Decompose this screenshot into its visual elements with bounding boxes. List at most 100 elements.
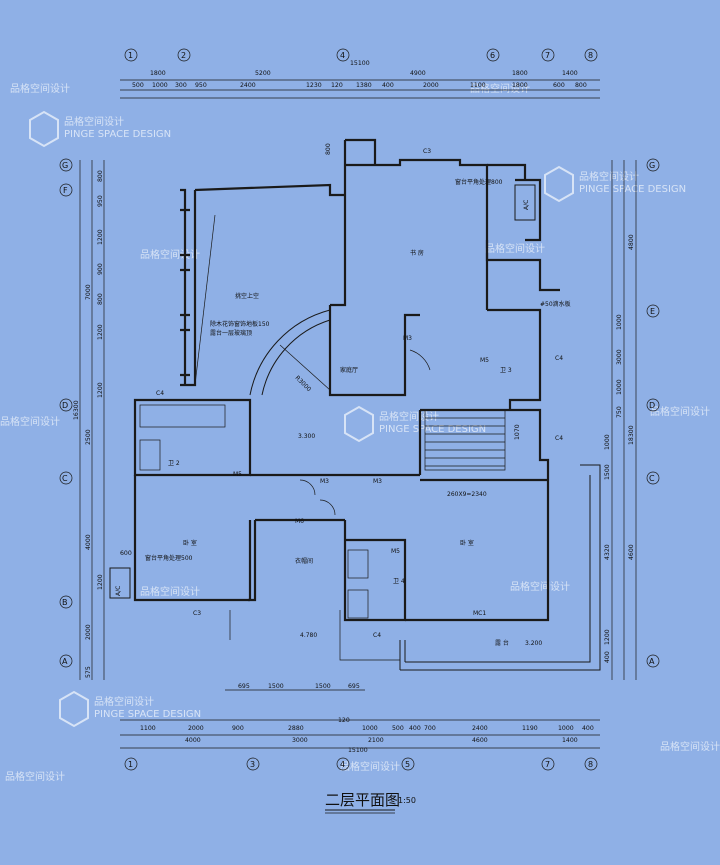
dim-bottom-r1-9: 2400 — [472, 725, 488, 732]
dim-right-inner-3: 750 — [616, 406, 623, 418]
label-elev2: 3.200 — [525, 640, 542, 647]
axis-left-B: B — [59, 595, 73, 609]
dim-left-inner-2: 1200 — [97, 229, 104, 245]
axis-right-C: C — [646, 471, 660, 485]
dim-top-r2-2: 300 — [175, 82, 187, 89]
dim-bottom-r2-4: 1400 — [562, 737, 578, 744]
watermark-text-7: 品格空间设计 — [510, 580, 570, 593]
dim-top-r2-3: 950 — [195, 82, 207, 89]
room-label-lounge: 家庭厅 — [340, 366, 358, 374]
dim-bottom-r1-0: 1100 — [140, 725, 156, 732]
room-label-terrace: 露 台 — [495, 639, 509, 647]
dim-top-r2-13: 800 — [575, 82, 587, 89]
label-m3-3: M3 — [373, 478, 382, 485]
dim-top-r2-9: 2000 — [423, 82, 439, 89]
watermark-text-10: 品格空间设计 — [5, 770, 65, 783]
dim-left-inner-0: 800 — [97, 170, 104, 182]
room-labels: 书 房 挑空上空 除木花饰窗饰地板150 露台一层玻璃顶 卫 2 卧 室 衣帽间… — [168, 249, 512, 647]
dim-bottom-r1-7: 400 — [409, 725, 421, 732]
dim-bottom-total: 15100 — [348, 747, 368, 754]
watermark-text-4: 品格空间设计 — [485, 242, 545, 255]
axis-top-6: 6 — [486, 48, 500, 62]
label-m3-1: M3 — [403, 335, 412, 342]
right-axis-labels: G E D C A 4800 18300 4600 1000 3000 1000… — [514, 158, 660, 680]
svg-text:3: 3 — [250, 760, 255, 769]
label-elev1: 3.300 — [298, 433, 315, 440]
dim-right-inner-0: 1000 — [616, 314, 623, 330]
label-m5-1: M5 — [233, 471, 242, 478]
dim-bottom-r1-1: 2000 — [188, 725, 204, 732]
svg-text:7: 7 — [545, 51, 550, 60]
dim-bottom-r2-0: 4000 — [185, 737, 201, 744]
svg-text:C: C — [62, 474, 68, 483]
axis-right-A: A — [646, 654, 660, 668]
dim-top-r1-2: 4900 — [410, 70, 426, 77]
label-window-note: 窗台平角处理800 — [455, 178, 503, 186]
dim-left-inner-8: 1200 — [97, 574, 104, 590]
label-mc1: MC1 — [473, 610, 486, 617]
axis-left-G: G — [59, 158, 73, 172]
dim-bottom-r1-12: 400 — [582, 725, 594, 732]
dim-bottom-r2-3: 4600 — [472, 737, 488, 744]
walls — [109, 138, 601, 671]
watermark-logo-4: 品格空间设计 PINGE SPACE DESIGN — [59, 690, 201, 728]
bottom-axis-labels: 695 1500 1500 695 1100 2000 900 2880 120… — [120, 683, 600, 771]
axis-top-1: 1 — [124, 48, 138, 62]
svg-text:G: G — [649, 161, 655, 170]
axis-left-A: A — [59, 654, 73, 668]
dim-top-r1-3: 1800 — [512, 70, 528, 77]
dim-left-total: 16300 — [73, 400, 80, 420]
svg-text:1: 1 — [128, 760, 133, 769]
axis-left-D: D — [59, 398, 73, 412]
dim-top-r2-12: 600 — [553, 82, 565, 89]
dim-right-inner-9: 400 — [604, 651, 611, 663]
label-ac-1: A/C — [115, 586, 122, 596]
watermark-logo-en-3: PINGE SPACE DESIGN — [379, 424, 486, 435]
axis-bottom-1: 1 — [124, 757, 138, 771]
dim-right-inner-7: 4320 — [604, 544, 611, 560]
dim-top-r2-1: 1000 — [152, 82, 168, 89]
watermark-logo: 品格空间设计 PINGE SPACE DESIGN — [29, 110, 171, 148]
label-m3-2: M3 — [320, 478, 329, 485]
room-label-closet: 衣帽间 — [295, 557, 313, 565]
dim-top-r2-8: 400 — [382, 82, 394, 89]
dim-bottom-sub-3: 695 — [348, 683, 360, 690]
watermark-logo-text-4: 品格空间设计 — [94, 695, 154, 708]
watermark-logo-3: 品格空间设计 PINGE SPACE DESIGN — [344, 405, 486, 443]
label-r3000: R3000 — [294, 374, 313, 393]
dim-left-inner-9: 800 — [325, 143, 332, 155]
label-c4-1: C4 — [156, 390, 164, 397]
svg-text:A: A — [62, 657, 68, 666]
watermark-logo-en: PINGE SPACE DESIGN — [64, 129, 171, 140]
dim-right-inner-5: 1070 — [514, 424, 521, 440]
dim-left-inner-3: 900 — [97, 263, 104, 275]
dim-left-inner-1: 950 — [97, 195, 104, 207]
dim-bottom-sub-1: 1500 — [268, 683, 284, 690]
dim-top-total: 15100 — [350, 60, 370, 67]
dim-bottom-r1-6: 500 — [392, 725, 404, 732]
watermark-logo-en-2: PINGE SPACE DESIGN — [579, 184, 686, 195]
dim-top-r1-0: 1800 — [150, 70, 166, 77]
svg-text:6: 6 — [490, 51, 495, 60]
dim-bottom-r1-2: 900 — [232, 725, 244, 732]
watermark-logo-text: 品格空间设计 — [64, 115, 124, 128]
svg-text:B: B — [62, 598, 68, 607]
svg-text:8: 8 — [588, 760, 593, 769]
room-label-bed1: 卧 室 — [183, 539, 197, 547]
watermark-logo-text-2: 品格空间设计 — [579, 170, 639, 183]
dim-top-r2-11: 1800 — [512, 82, 528, 89]
dim-bottom-sub-0: 695 — [238, 683, 250, 690]
dim-top-r1-1: 5200 — [255, 70, 271, 77]
axis-top-4: 4 — [336, 48, 350, 62]
room-label-note2: 露台一层玻璃顶 — [210, 329, 252, 337]
label-m5-2: M5 — [480, 357, 489, 364]
dim-right-outer-2: 4600 — [628, 544, 635, 560]
label-m6: M6 — [295, 518, 304, 525]
dim-bottom-r1-11: 1000 — [558, 725, 574, 732]
dim-bottom-r1-10: 1190 — [522, 725, 538, 732]
dim-bottom-r2-2: 2100 — [368, 737, 384, 744]
dim-top-r2-0: 500 — [132, 82, 144, 89]
dim-left-inner-7: 600 — [120, 550, 132, 557]
dim-left-outer-4: 575 — [85, 666, 92, 678]
dim-bottom-r1-4: 120 — [338, 717, 350, 724]
